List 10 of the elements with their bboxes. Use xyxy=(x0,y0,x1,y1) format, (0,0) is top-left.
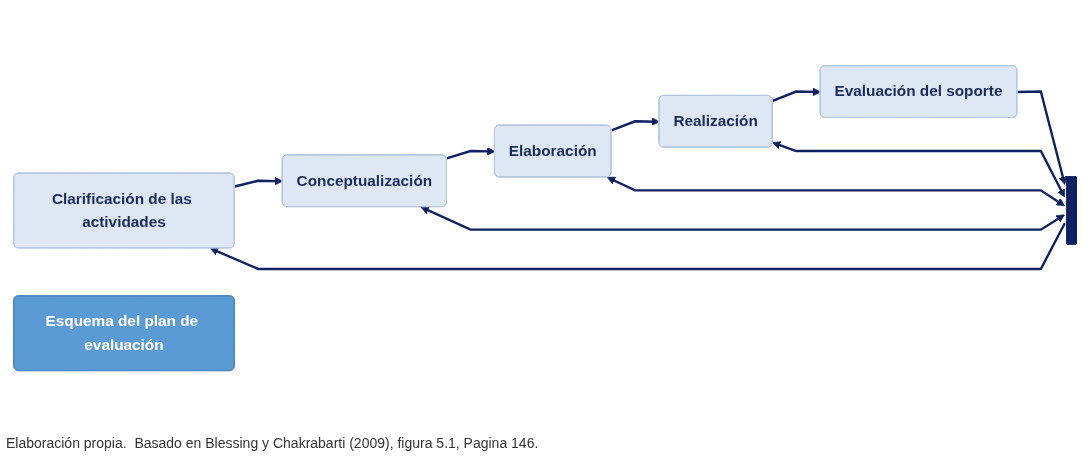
arrow xyxy=(420,206,1065,232)
arrow xyxy=(772,141,1065,198)
arrow xyxy=(772,88,821,103)
arrow xyxy=(209,223,1066,271)
arrow xyxy=(1017,90,1067,186)
arrow xyxy=(234,177,284,189)
arrow xyxy=(606,177,1065,207)
caption: Elaboración propia. Basado en Blessing y Chakrabarti (2009), figura 5.1, Pagina 146. xyxy=(6,435,540,451)
arrow xyxy=(611,117,660,132)
arrow xyxy=(446,147,496,160)
